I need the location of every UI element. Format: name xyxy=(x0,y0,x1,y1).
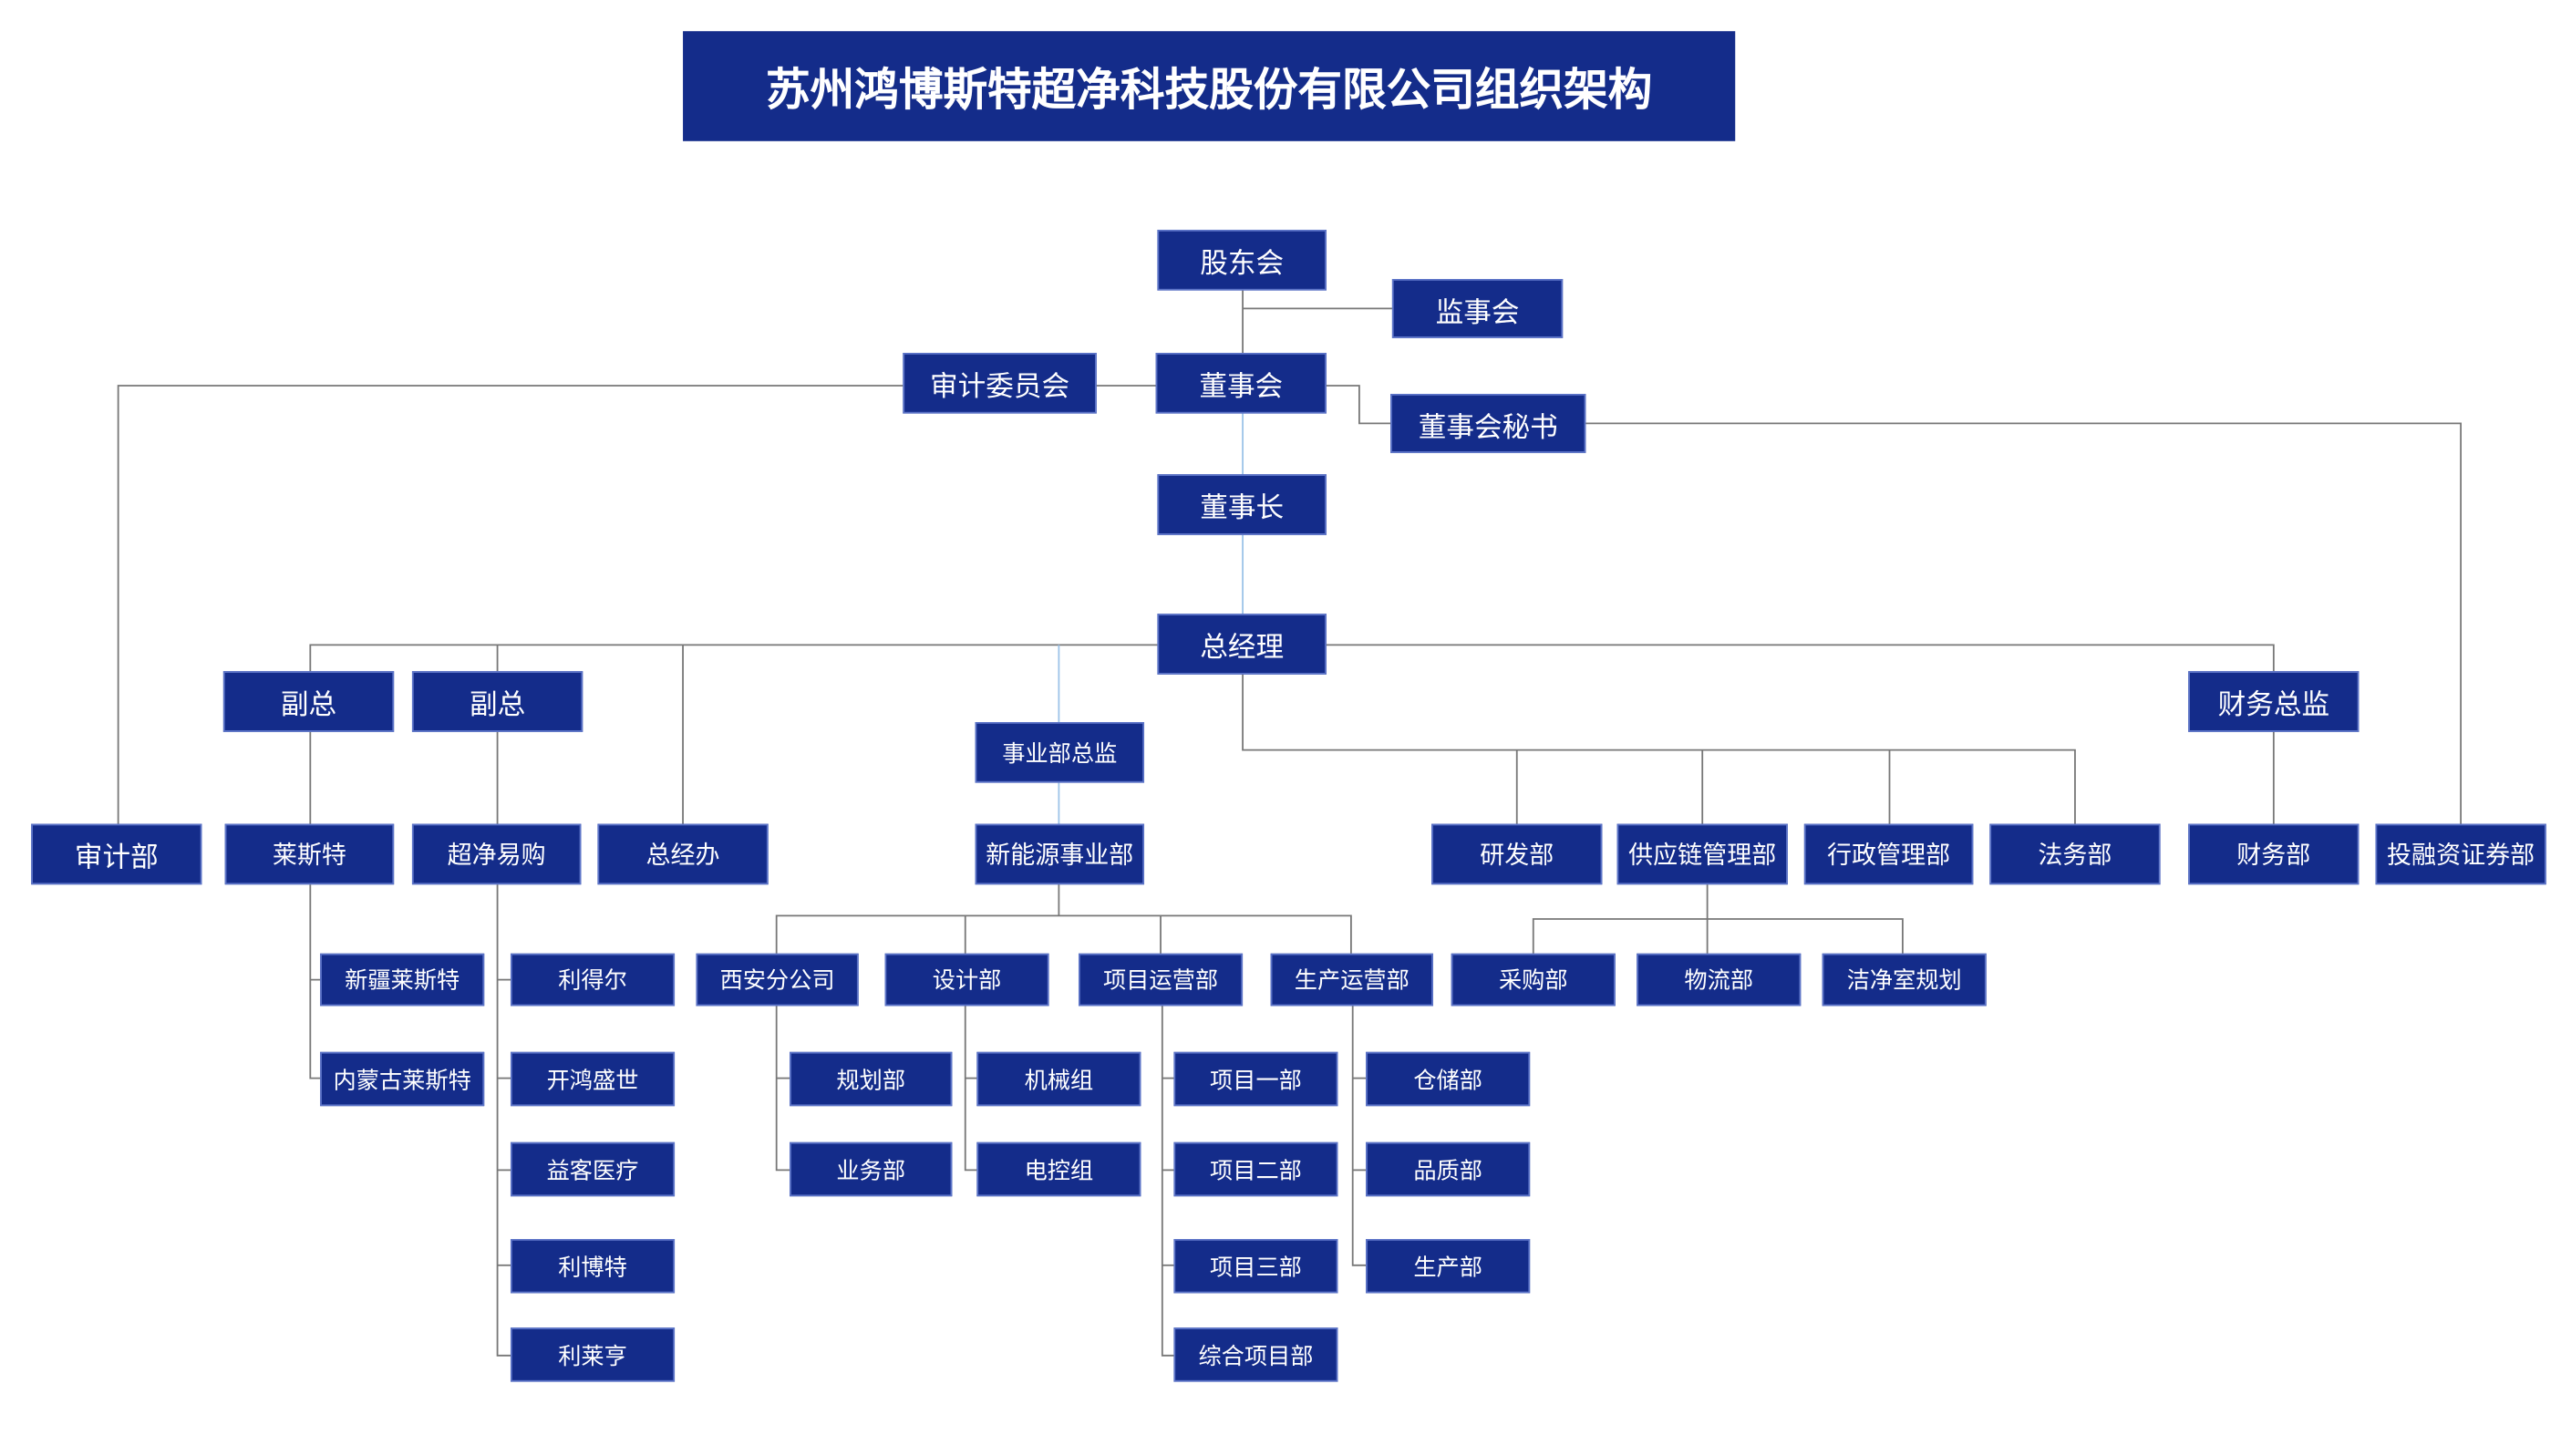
connector-line xyxy=(496,884,511,1357)
connector-line xyxy=(775,914,1352,954)
node-neimenggu-laisite[interactable]: 内蒙古莱斯特 xyxy=(320,1051,485,1107)
node-audit-committee[interactable]: 审计委员会 xyxy=(903,353,1097,414)
node-gm-office[interactable]: 总经办 xyxy=(597,823,769,885)
connector-line xyxy=(964,1006,977,1172)
node-planning[interactable]: 规划部 xyxy=(790,1051,953,1107)
node-legal[interactable]: 法务部 xyxy=(1989,823,2161,885)
node-warehouse[interactable]: 仓储部 xyxy=(1366,1051,1531,1107)
connector-line xyxy=(1532,918,1904,954)
node-vp-1[interactable]: 副总 xyxy=(222,671,395,732)
node-board[interactable]: 董事会 xyxy=(1155,353,1327,414)
node-design[interactable]: 设计部 xyxy=(884,953,1049,1007)
node-logistics[interactable]: 物流部 xyxy=(1637,953,1802,1007)
connector-line xyxy=(1326,385,1391,425)
node-vp-2[interactable]: 副总 xyxy=(411,671,583,732)
node-kaihong[interactable]: 开鸿盛世 xyxy=(510,1051,676,1107)
node-new-energy[interactable]: 新能源事业部 xyxy=(975,823,1145,885)
node-shareholders[interactable]: 股东会 xyxy=(1157,230,1327,291)
node-electrical[interactable]: 电控组 xyxy=(976,1141,1141,1197)
node-lideer[interactable]: 利得尔 xyxy=(510,953,676,1007)
node-supervisors[interactable]: 监事会 xyxy=(1391,279,1564,338)
node-cfo[interactable]: 财务总监 xyxy=(2188,671,2360,732)
node-audit-dept[interactable]: 审计部 xyxy=(31,823,202,885)
chart-title: 苏州鸿博斯特超净科技股份有限公司组织架构 xyxy=(683,31,1736,141)
connector-line xyxy=(117,385,904,824)
node-laisite[interactable]: 莱斯特 xyxy=(224,823,395,885)
node-project-general[interactable]: 综合项目部 xyxy=(1173,1327,1338,1382)
node-project-ops[interactable]: 项目运营部 xyxy=(1078,953,1244,1007)
node-general-manager[interactable]: 总经理 xyxy=(1157,614,1327,675)
node-purchasing[interactable]: 采购部 xyxy=(1451,953,1616,1007)
node-chaojing[interactable]: 超净易购 xyxy=(411,823,582,885)
node-rd[interactable]: 研发部 xyxy=(1431,823,1603,885)
node-xian-branch[interactable]: 西安分公司 xyxy=(696,953,859,1007)
node-mechanical[interactable]: 机械组 xyxy=(976,1051,1141,1107)
node-chairman[interactable]: 董事长 xyxy=(1157,474,1327,535)
node-finance[interactable]: 财务部 xyxy=(2188,823,2360,885)
node-board-secretary[interactable]: 董事会秘书 xyxy=(1390,394,1586,453)
connector-line xyxy=(1351,1006,1367,1266)
node-admin[interactable]: 行政管理部 xyxy=(1803,823,1974,885)
connector-line xyxy=(1585,422,2462,824)
node-project-2[interactable]: 项目二部 xyxy=(1173,1141,1338,1197)
node-supply-chain[interactable]: 供应链管理部 xyxy=(1616,823,1788,885)
connector-line xyxy=(1161,1006,1174,1357)
node-yike[interactable]: 益客医疗 xyxy=(510,1141,676,1197)
node-xinjiang-laisite[interactable]: 新疆莱斯特 xyxy=(320,953,485,1007)
node-bu-director[interactable]: 事业部总监 xyxy=(975,722,1145,783)
connector-line xyxy=(1326,644,2275,672)
connector-line xyxy=(309,644,1158,672)
node-lilaiheng[interactable]: 利莱亨 xyxy=(510,1327,676,1382)
node-libote[interactable]: 利博特 xyxy=(510,1239,676,1294)
connector-line xyxy=(775,1006,790,1172)
node-cleanroom-planning[interactable]: 洁净室规划 xyxy=(1822,953,1987,1007)
node-production-ops[interactable]: 生产运营部 xyxy=(1270,953,1433,1007)
node-business[interactable]: 业务部 xyxy=(790,1141,953,1197)
node-project-3[interactable]: 项目三部 xyxy=(1173,1239,1338,1294)
node-project-1[interactable]: 项目一部 xyxy=(1173,1051,1338,1107)
connector-line xyxy=(309,884,321,1079)
node-quality[interactable]: 品质部 xyxy=(1366,1141,1531,1197)
node-production[interactable]: 生产部 xyxy=(1366,1239,1531,1294)
connector-line xyxy=(1242,674,2076,824)
node-investment[interactable]: 投融资证券部 xyxy=(2375,823,2546,885)
